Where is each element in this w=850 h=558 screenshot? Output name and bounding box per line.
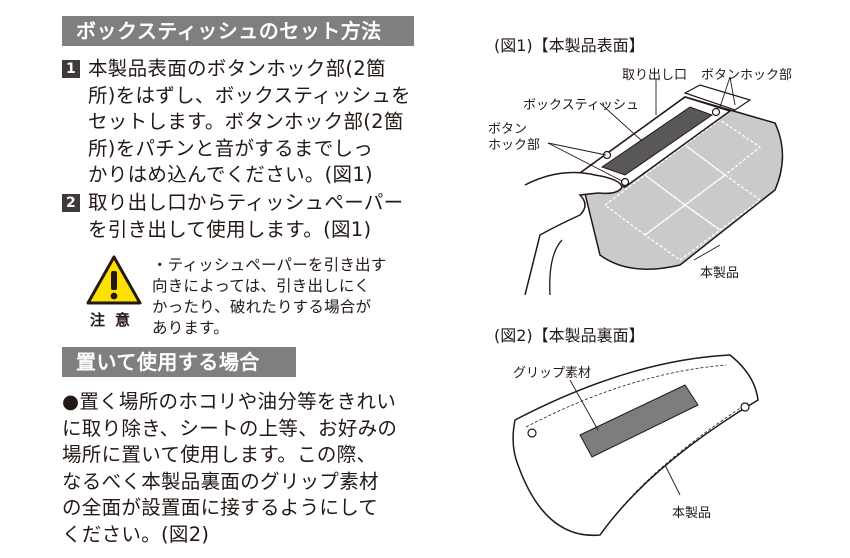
section-title-placement: 置いて使用する場合 — [62, 347, 296, 377]
label-button-hook-left: ボタン ホック部 — [488, 122, 541, 153]
step-text: 本製品表面のボタンホック部(2箇 所)をはずし、ボックスティッシュを セットしま… — [88, 57, 411, 186]
figure1-caption: (図1)【本製品表面】 — [494, 36, 645, 55]
label-product-fig1: 本製品 — [700, 266, 740, 281]
label-product-fig2: 本製品 — [672, 506, 712, 521]
label-button-hook-right: ボタンホック部 — [701, 68, 793, 83]
figure2-caption: (図2)【本製品裏面】 — [494, 326, 645, 345]
section-title-set-method: ボックスティッシュのセット方法 — [62, 16, 414, 46]
step-1: 1 本製品表面のボタンホック部(2箇 所)をはずし、ボックスティッシュを セット… — [62, 56, 418, 189]
caution-label: 注意 — [90, 311, 141, 329]
placement-instructions: ●置く場所のホコリや油分等をきれい に取り除き、シートの上等、お好みの 場所に置… — [62, 390, 398, 546]
label-box-tissue: ボックスティッシュ — [523, 98, 639, 113]
warning-icon — [86, 255, 142, 305]
figure1-illustration — [524, 76, 784, 295]
step-number-badge: 2 — [62, 194, 80, 212]
label-opening: 取り出し口 — [622, 68, 688, 83]
step-text: 取り出し口からティッシュペーパー を引き出して使用します。(図1) — [88, 191, 404, 241]
figure2-illustration — [512, 354, 759, 537]
step-number-badge: 1 — [62, 60, 80, 78]
caution-block: 注意 ・ティッシュペーパーを引き出す 向きによっては、引き出しにく かったり、破… — [86, 255, 416, 345]
label-grip: グリップ素材 — [513, 366, 592, 381]
caution-text: ・ティッシュペーパーを引き出す 向きによっては、引き出しにく かったり、破れたり… — [152, 256, 387, 337]
step-2: 2 取り出し口からティッシュペーパー を引き出して使用します。(図1) — [62, 190, 418, 243]
